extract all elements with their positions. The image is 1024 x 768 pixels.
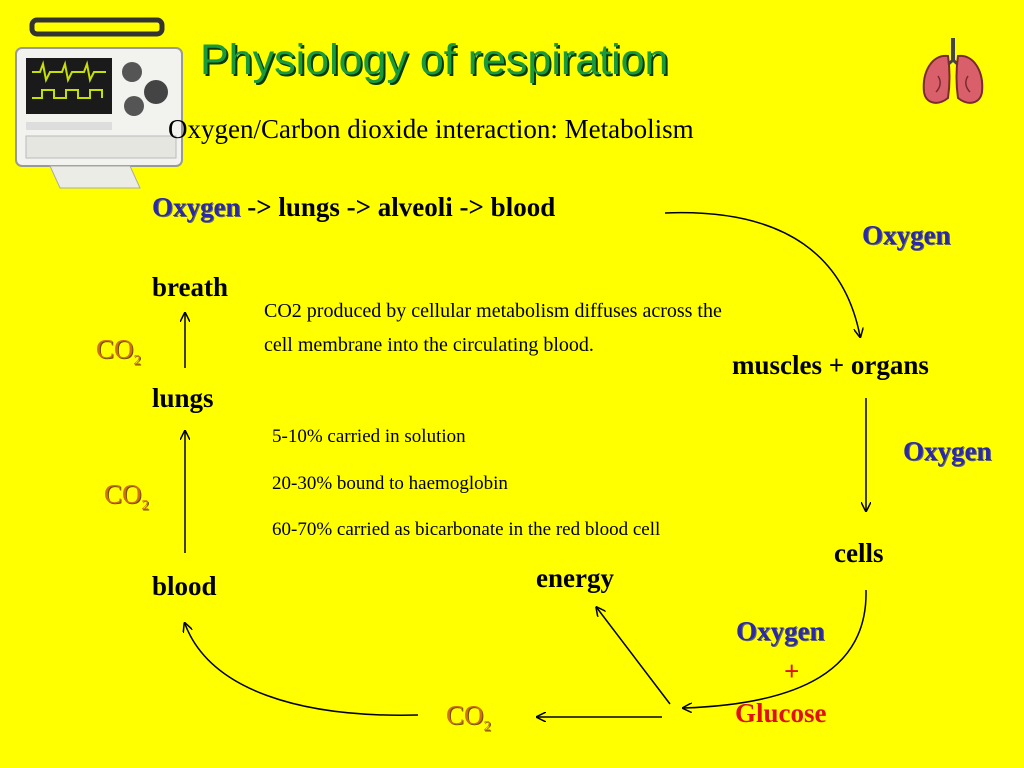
arrow-cells-to-glucose bbox=[684, 589, 867, 708]
lungs-icon bbox=[922, 38, 984, 104]
node-energy: energy bbox=[536, 563, 614, 593]
co2-label-bottom: CO2 bbox=[446, 700, 492, 735]
co2-label-middle: CO2 bbox=[104, 479, 150, 514]
node-lungs: lungs bbox=[152, 383, 214, 413]
top-flow-rest: -> lungs -> alveoli -> blood bbox=[240, 192, 556, 222]
oxygen-label-right-mid: Oxygen bbox=[903, 436, 992, 466]
transport-item-1: 5-10% carried in solution bbox=[272, 426, 466, 447]
oxygen-label-bottom: Oxygen bbox=[736, 616, 825, 646]
co2-label-upper: CO2 bbox=[96, 334, 142, 369]
arrow-co2-to-blood bbox=[185, 624, 419, 716]
co2-description: CO2 produced by cellular metabolism diff… bbox=[264, 300, 722, 356]
defibrillator-monitor-image bbox=[15, 17, 183, 189]
transport-item-2: 20-30% bound to haemoglobin bbox=[272, 473, 508, 494]
oxygen-label-top-flow: Oxygen bbox=[152, 192, 241, 222]
transport-item-3: 60-70% carried as bicarbonate in the red… bbox=[272, 519, 661, 540]
arrow-to-energy bbox=[597, 608, 671, 705]
glucose-label: Glucose bbox=[735, 698, 827, 728]
node-muscles-organs: muscles + organs bbox=[732, 350, 929, 380]
top-flow: Oxygen -> lungs -> alveoli -> blood bbox=[152, 192, 555, 223]
arrow-blood-to-muscles bbox=[664, 211, 860, 336]
oxygen-label-right-top: Oxygen bbox=[862, 220, 951, 250]
node-breath: breath bbox=[152, 272, 229, 302]
plus-sign: + bbox=[784, 656, 800, 686]
page-subtitle: Oxygen/Carbon dioxide interaction: Metab… bbox=[168, 114, 694, 144]
node-cells: cells bbox=[834, 538, 884, 568]
page-title: Physiology of respiration bbox=[200, 36, 669, 84]
node-blood: blood bbox=[152, 571, 217, 601]
